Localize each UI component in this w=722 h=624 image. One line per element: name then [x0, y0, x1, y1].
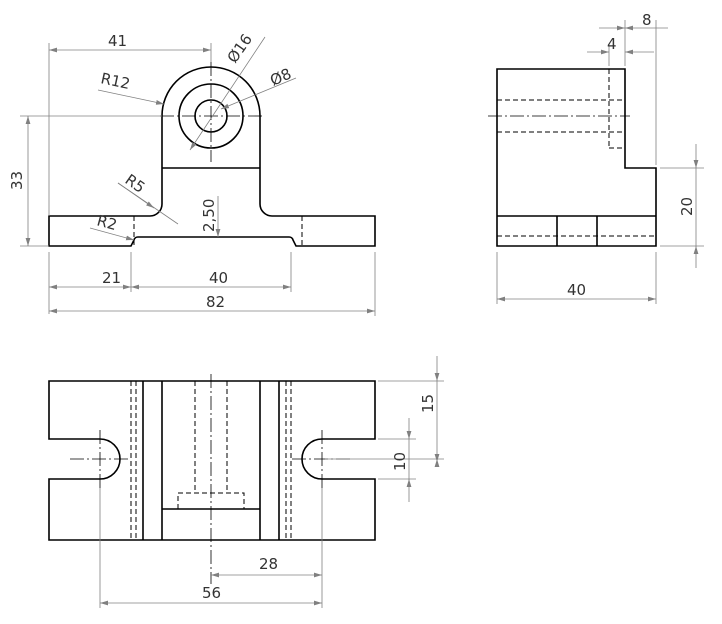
dim-28-label: 28 [259, 555, 278, 573]
dim-8-label: 8 [642, 11, 652, 29]
side-view: 8 4 20 40 [488, 11, 704, 304]
dim-41-label: 41 [108, 32, 127, 50]
dim-40-side: 40 [496, 252, 657, 304]
dim-82: 82 [49, 252, 376, 316]
dim-2-50: 2,50 [200, 196, 221, 237]
dim-40-front-label: 40 [209, 269, 228, 287]
dim-21-label: 21 [102, 269, 121, 287]
side-view-outline [496, 68, 657, 247]
dim-8: 8 [599, 11, 668, 165]
dim-r12: R12 [97, 69, 165, 105]
dim-40-side-label: 40 [567, 281, 586, 299]
dim-56-label: 56 [202, 584, 221, 602]
dim-r2: R2 [89, 211, 135, 241]
dim-15-label: 15 [419, 394, 437, 413]
dim-40-front: 40 [131, 252, 292, 292]
dim-82-label: 82 [206, 293, 225, 311]
dim-20-label: 20 [678, 197, 696, 216]
dim-10: 10 [378, 418, 416, 502]
dim-33: 33 [8, 115, 162, 247]
dim-r12-label: R12 [99, 69, 132, 93]
dim-15: 15 [325, 356, 444, 467]
dim-r5-label: R5 [122, 171, 149, 197]
dim-21: 21 [48, 252, 132, 314]
dim-33-label: 33 [8, 171, 26, 190]
dim-dia8-label: Ø8 [267, 65, 294, 90]
dim-4-label: 4 [607, 35, 617, 53]
dim-2-50-label: 2,50 [200, 199, 218, 232]
dim-41: 41 [48, 32, 212, 216]
dim-28: 28 [211, 488, 323, 608]
dim-r2-label: R2 [95, 211, 119, 234]
top-view: 15 10 28 56 [48, 356, 444, 608]
dim-4: 4 [587, 35, 654, 66]
front-view: 41 Ø16 Ø8 R12 33 R5 [8, 31, 376, 316]
top-view-outline [48, 380, 376, 541]
dim-56: 56 [99, 488, 322, 608]
front-view-outline [48, 66, 376, 247]
dim-10-label: 10 [391, 452, 409, 471]
dim-20: 20 [660, 144, 704, 268]
dim-dia16-label: Ø16 [224, 31, 256, 67]
